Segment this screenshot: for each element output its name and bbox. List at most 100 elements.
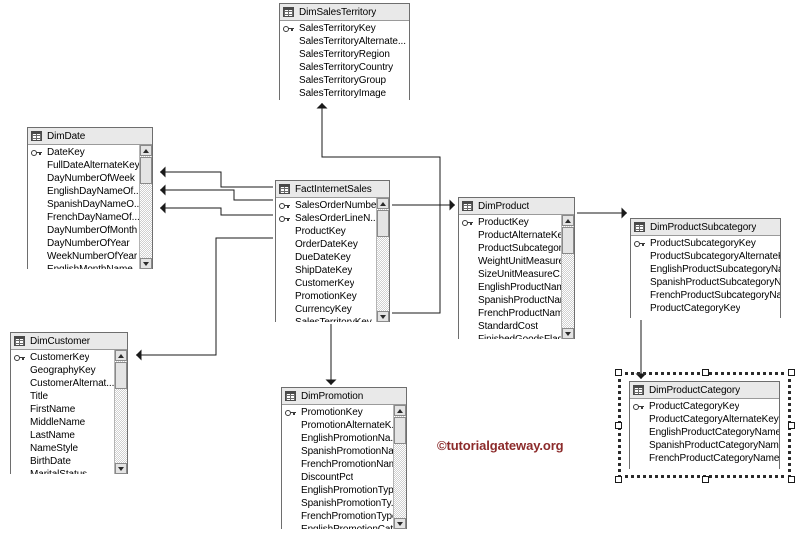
field-row[interactable]: FirstName (11, 403, 114, 416)
relationship-subcategory-category[interactable] (635, 320, 647, 379)
resize-handle[interactable] (788, 369, 795, 376)
table-header-dimcustomer[interactable]: DimCustomer (11, 333, 127, 350)
field-row[interactable]: PromotionKey (276, 290, 376, 303)
relationship-product-subcategory[interactable] (577, 207, 627, 219)
resize-handle[interactable] (615, 369, 622, 376)
field-row-primary-key[interactable]: CustomerKey (11, 351, 114, 364)
field-row[interactable]: EnglishPromotionCat... (282, 523, 393, 529)
table-header-dimproduct[interactable]: DimProduct (459, 198, 574, 215)
field-row[interactable]: SalesTerritoryGroup (280, 74, 409, 87)
field-row[interactable]: FrenchPromotionType (282, 510, 393, 523)
field-row[interactable]: MaritalStatus (11, 468, 114, 474)
scroll-down-button[interactable] (115, 463, 127, 474)
vertical-scrollbar[interactable] (114, 350, 127, 474)
field-row[interactable]: EnglishProductCategoryName (630, 426, 779, 439)
field-row[interactable]: EnglishPromotionType (282, 484, 393, 497)
table-header-dimpromotion[interactable]: DimPromotion (282, 388, 406, 405)
field-row[interactable]: FrenchPromotionName (282, 458, 393, 471)
relationship-fact-date-due[interactable] (160, 184, 273, 201)
field-row[interactable]: SpanishProductSubcategoryName (631, 276, 780, 289)
field-row[interactable]: EnglishDayNameOf... (28, 185, 139, 198)
field-row[interactable]: SalesTerritoryAlternate... (280, 35, 409, 48)
field-row[interactable]: LastName (11, 429, 114, 442)
field-row[interactable]: SpanishDayNameO... (28, 198, 139, 211)
vertical-scrollbar[interactable] (376, 198, 389, 322)
table-header-dimproductsubcategory[interactable]: DimProductSubcategory (631, 219, 780, 236)
field-row[interactable]: ProductCategoryKey (631, 302, 780, 315)
field-row[interactable]: ShipDateKey (276, 264, 376, 277)
field-row[interactable]: SalesTerritoryRegion (280, 48, 409, 61)
field-row[interactable]: SpanishProductName (459, 294, 561, 307)
field-row[interactable]: SpanishPromotionTy... (282, 497, 393, 510)
vertical-scrollbar[interactable] (393, 405, 406, 529)
scroll-up-button[interactable] (394, 405, 406, 416)
field-row[interactable]: DiscountPct (282, 471, 393, 484)
field-row[interactable]: DueDateKey (276, 251, 376, 264)
relationship-fact-customer[interactable] (136, 237, 273, 361)
resize-handle[interactable] (788, 476, 795, 483)
field-row[interactable]: FrenchDayNameOf... (28, 211, 139, 224)
field-row[interactable]: EnglishPromotionNa... (282, 432, 393, 445)
field-row[interactable]: CustomerAlternat... (11, 377, 114, 390)
vertical-scrollbar[interactable] (561, 215, 574, 339)
field-row[interactable]: ProductAlternateKey (459, 229, 561, 242)
resize-handle[interactable] (615, 476, 622, 483)
field-row[interactable]: DayNumberOfYear (28, 237, 139, 250)
scroll-up-button[interactable] (377, 198, 389, 209)
scrollbar-thumb[interactable] (394, 417, 406, 445)
scroll-down-button[interactable] (377, 311, 389, 322)
field-row[interactable]: ProductSubcategoryAlternateKey (631, 250, 780, 263)
resize-handle[interactable] (701, 476, 709, 483)
field-row[interactable]: FrenchProductCategoryName (630, 452, 779, 465)
field-row[interactable]: EnglishProductSubcategoryName (631, 263, 780, 276)
field-row-primary-key[interactable]: DateKey (28, 146, 139, 159)
field-row[interactable]: FrenchProductSubcategoryName (631, 289, 780, 302)
scrollbar-thumb[interactable] (115, 362, 127, 390)
resize-handle[interactable] (615, 422, 622, 429)
table-header-factinternetsales[interactable]: FactInternetSales (276, 181, 389, 198)
field-row[interactable]: Title (11, 390, 114, 403)
field-row[interactable]: FullDateAlternateKey (28, 159, 139, 172)
scrollbar-thumb[interactable] (140, 157, 152, 185)
field-row[interactable]: CustomerKey (276, 277, 376, 290)
field-row[interactable]: StandardCost (459, 320, 561, 333)
field-row[interactable]: SalesTerritoryCountry (280, 61, 409, 74)
table-header-dimdate[interactable]: DimDate (28, 128, 152, 145)
field-row-primary-key[interactable]: SalesOrderLineN... (276, 212, 376, 225)
table-header-dimsalesterritory[interactable]: DimSalesTerritory (280, 4, 409, 21)
field-row[interactable]: FinishedGoodsFlag (459, 333, 561, 339)
field-row-primary-key[interactable]: ProductSubcategoryKey (631, 237, 780, 250)
field-row[interactable]: OrderDateKey (276, 238, 376, 251)
field-row[interactable]: FrenchProductName (459, 307, 561, 320)
scroll-up-button[interactable] (562, 215, 574, 226)
vertical-scrollbar[interactable] (139, 145, 152, 269)
field-row[interactable]: WeekNumberOfYear (28, 250, 139, 263)
field-row[interactable]: MiddleName (11, 416, 114, 429)
relationship-fact-promotion[interactable] (325, 324, 337, 385)
field-row[interactable]: DayNumberOfWeek (28, 172, 139, 185)
field-row[interactable]: PromotionAlternateK... (282, 419, 393, 432)
field-row[interactable]: BirthDate (11, 455, 114, 468)
field-row[interactable]: SizeUnitMeasureC... (459, 268, 561, 281)
field-row[interactable]: SalesTerritoryKey (276, 316, 376, 322)
resize-handle[interactable] (788, 422, 795, 429)
table-header-dimproductcategory[interactable]: DimProductCategory (630, 382, 779, 399)
field-row[interactable]: NameStyle (11, 442, 114, 455)
relationship-fact-date-order[interactable] (160, 166, 273, 188)
field-row[interactable]: EnglishProductName (459, 281, 561, 294)
field-row[interactable]: SpanishPromotionNa... (282, 445, 393, 458)
field-row[interactable]: SalesTerritoryImage (280, 87, 409, 100)
field-row-primary-key[interactable]: SalesTerritoryKey (280, 22, 409, 35)
field-row[interactable]: ProductKey (276, 225, 376, 238)
field-row-primary-key[interactable]: SalesOrderNumber (276, 199, 376, 212)
field-row[interactable]: CurrencyKey (276, 303, 376, 316)
scroll-up-button[interactable] (115, 350, 127, 361)
